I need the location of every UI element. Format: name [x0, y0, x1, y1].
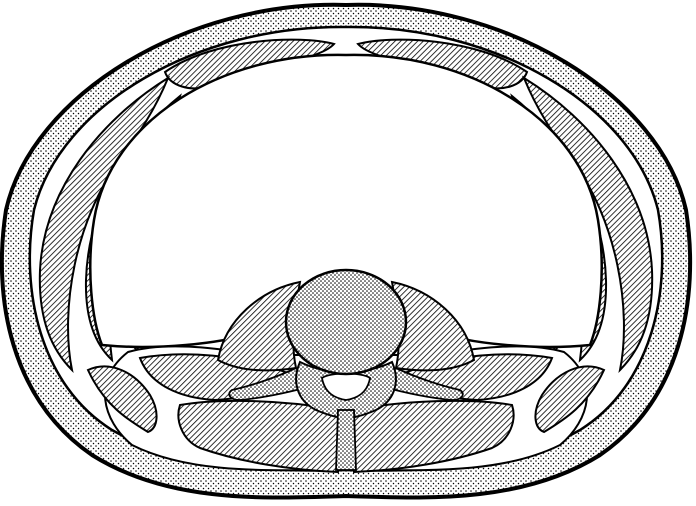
- spinous-process: [336, 410, 356, 470]
- vertebral-body: [286, 270, 406, 374]
